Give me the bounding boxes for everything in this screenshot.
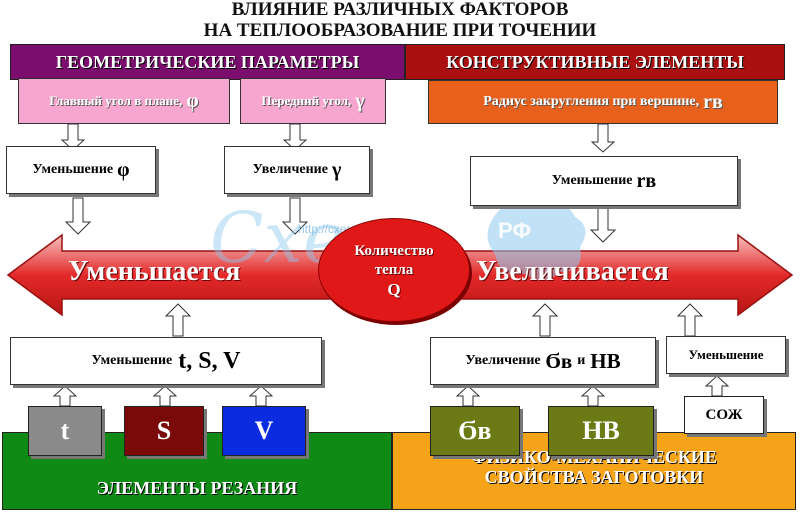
- and-word: и: [577, 353, 586, 368]
- decrease-radius-label: Уменьшение: [551, 173, 633, 188]
- up-arrow-icon: [455, 385, 481, 407]
- heat-quantity-line-1: Количество: [354, 242, 434, 259]
- workpiece-properties-line-1: ФИЗИКО-МЕХАНИЧЕСКИЕ: [471, 447, 717, 467]
- main-angle-box: Главный угол в плане, φ: [18, 78, 230, 124]
- up-arrow-icon: [531, 303, 559, 337]
- watermark-badge: РФ: [498, 218, 532, 243]
- main-angle-label: Главный угол в плане,: [49, 93, 183, 108]
- title-line-2: НА ТЕПЛООБРАЗОВАНИЕ ПРИ ТОЧЕНИИ: [203, 20, 597, 41]
- tsv-symbols: t, S, V: [178, 347, 241, 374]
- watermark-splash-icon: [487, 199, 586, 281]
- front-angle-label: Передний угол,: [261, 93, 352, 108]
- factor-sigma-box: Ϭв: [430, 406, 520, 456]
- down-arrow-icon: [282, 123, 308, 151]
- factor-hb-box: НВ: [548, 406, 654, 456]
- up-arrow-icon: [580, 385, 606, 407]
- up-arrow-icon: [248, 385, 274, 407]
- factor-coolant-box: СОЖ: [684, 396, 764, 434]
- factor-t-box: t: [28, 406, 102, 456]
- increases-label: Увеличивается: [476, 256, 669, 287]
- down-arrow-icon: [590, 123, 616, 153]
- radius-symbol: rв: [703, 90, 723, 113]
- title-line-1: ВЛИЯНИЕ РАЗЛИЧНЫХ ФАКТОРОВ: [231, 0, 569, 20]
- increase-gamma-label: Увеличение: [252, 162, 328, 177]
- radius-symbol: rв: [636, 169, 657, 192]
- up-arrow-icon: [704, 375, 730, 397]
- heat-quantity-symbol: Q: [387, 279, 401, 299]
- down-arrow-icon: [281, 197, 309, 235]
- sigma-symbol: Ϭв: [545, 348, 573, 373]
- phi-symbol: φ: [117, 158, 130, 181]
- decrease-radius-box: Уменьшение rв: [470, 156, 738, 206]
- front-angle-box: Передний угол, γ: [240, 78, 386, 124]
- decrease-coolant-label: Уменьшение: [688, 347, 764, 362]
- geometric-parameters-header: ГЕОМЕТРИЧЕСКИЕ ПАРАМЕТРЫ: [10, 44, 405, 80]
- increase-sigma-hb-box: Увеличение Ϭв и НВ: [430, 337, 656, 385]
- decrease-coolant-box: Уменьшение: [666, 336, 786, 374]
- heat-quantity-line-2: тепла: [374, 261, 414, 278]
- decrease-tsv-label: Уменьшение: [91, 353, 173, 368]
- down-arrow-icon: [589, 207, 617, 243]
- heat-quantity-oval: Количество тепла Q: [318, 218, 470, 322]
- decrease-phi-box: Уменьшение φ: [6, 146, 156, 194]
- increase-sigma-hb-label: Увеличение: [465, 353, 541, 368]
- increase-gamma-box: Увеличение γ: [224, 146, 370, 194]
- radius-label: Радиус закругления при вершине,: [483, 94, 700, 109]
- workpiece-properties-line-2: СВОЙСТВА ЗАГОТОВКИ: [484, 467, 704, 487]
- down-arrow-icon: [60, 123, 86, 151]
- up-arrow-icon: [164, 303, 192, 337]
- gamma-symbol: γ: [355, 89, 365, 112]
- factor-s-box: S: [124, 406, 204, 456]
- hb-symbol: НВ: [590, 348, 621, 373]
- constructive-elements-header: КОНСТРУКТИВНЫЕ ЭЛЕМЕНТЫ: [405, 44, 785, 80]
- decrease-tsv-box: Уменьшение t, S, V: [10, 337, 322, 385]
- gamma-symbol: γ: [331, 158, 342, 181]
- up-arrow-icon: [152, 385, 178, 407]
- decrease-phi-label: Уменьшение: [32, 162, 114, 177]
- cutting-elements-label: ЭЛЕМЕНТЫ РЕЗАНИЯ: [96, 478, 298, 498]
- up-arrow-icon: [52, 385, 78, 407]
- radius-box: Радиус закругления при вершине, rв: [428, 80, 778, 124]
- phi-symbol: φ: [186, 89, 199, 112]
- up-arrow-icon: [676, 303, 704, 337]
- decreases-label: Уменьшается: [68, 256, 241, 287]
- down-arrow-icon: [64, 197, 92, 235]
- factor-v-box: V: [222, 406, 306, 456]
